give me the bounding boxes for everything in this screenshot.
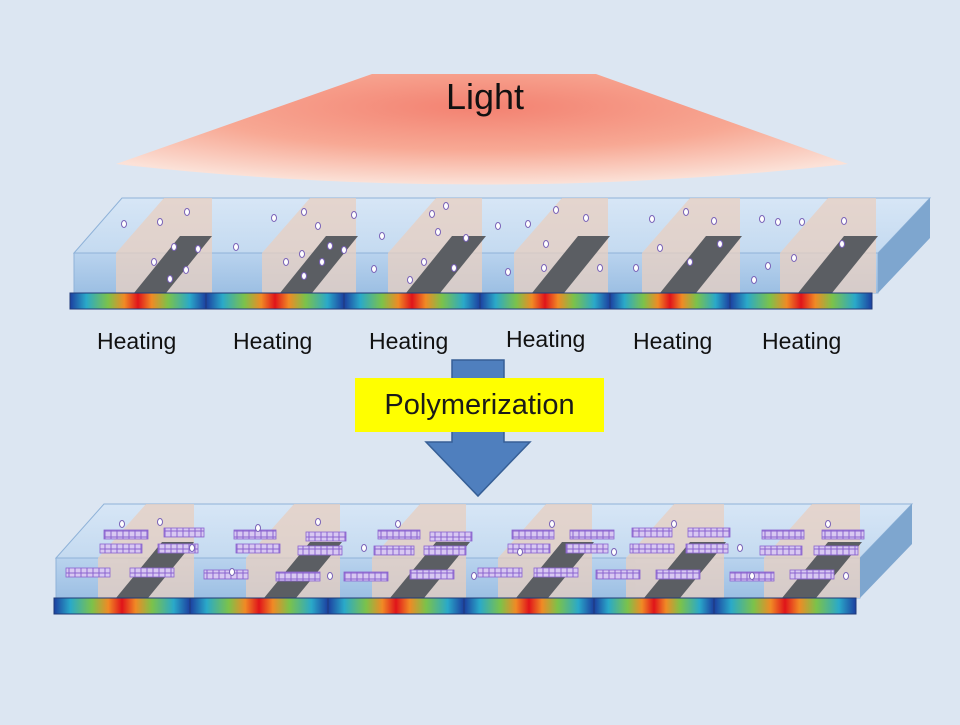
heater-segment xyxy=(205,292,345,310)
bottom-slab-side-face xyxy=(860,504,912,598)
heating-label: Heating xyxy=(97,328,177,354)
bottom-substrate xyxy=(53,503,914,615)
heating-label: Heating xyxy=(633,328,713,354)
heater-segment xyxy=(189,597,329,615)
light-label: Light xyxy=(445,76,525,117)
bottom-heater-strip xyxy=(53,597,857,615)
heater-segment xyxy=(713,597,857,615)
heater-segment xyxy=(463,597,595,615)
light-beam xyxy=(116,74,848,185)
heater-segment xyxy=(609,292,731,310)
heating-label: Heating xyxy=(369,328,449,354)
heater-segment xyxy=(69,292,207,310)
top-substrate xyxy=(69,197,932,310)
heater-segment xyxy=(53,597,191,615)
heating-label: Heating xyxy=(506,326,586,352)
heating-label: Heating xyxy=(233,328,313,354)
heater-segment xyxy=(593,597,715,615)
top-slab-side-face xyxy=(878,198,930,293)
heater-segment xyxy=(479,292,611,310)
heater-segment xyxy=(327,597,465,615)
polymerization-label: Polymerization xyxy=(355,378,604,432)
heating-label: Heating xyxy=(762,328,842,354)
heater-segment xyxy=(343,292,481,310)
top-heater-strip xyxy=(69,292,873,310)
heater-segment xyxy=(729,292,873,310)
